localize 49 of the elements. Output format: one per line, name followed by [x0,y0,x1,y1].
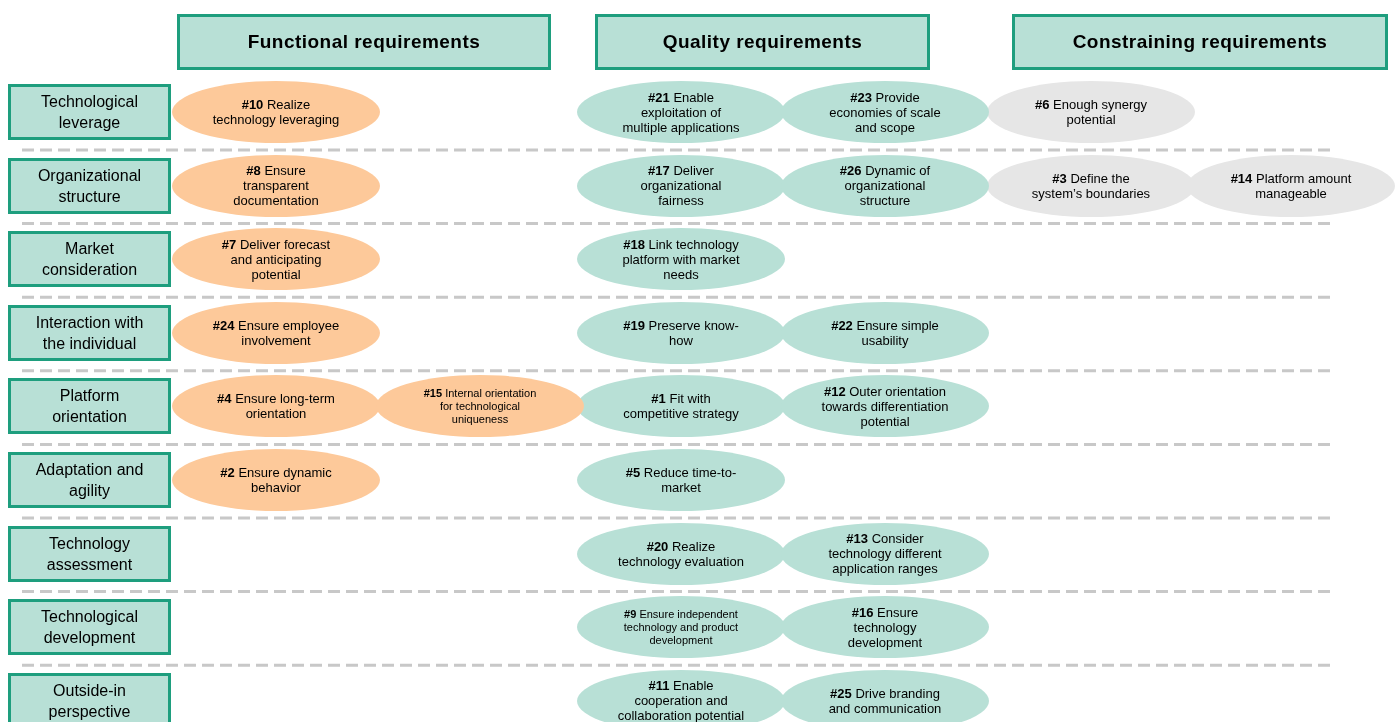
row-header [8,599,171,656]
row-title: Organizational structure [36,165,143,207]
row-title: Adaptation and agility [34,460,145,501]
row-title: Technological development [40,607,139,649]
requirement-text: #14 Platform amount manageable [1229,170,1353,201]
requirement-text: #23 Provide economies of scale and scope [828,89,942,135]
requirement-text: #3 Define the system’s boundaries [1030,170,1152,201]
requirement-text: #26 Dynamic of organizational structure [838,163,932,209]
row-title: Outside-in perspective [47,680,132,722]
row-title: Interaction with the individual [34,312,145,354]
requirement-text: #1 Fit with competitive strategy [622,391,740,422]
requirement-text: #5 Reduce time-to-market [624,465,738,495]
row-header [8,157,171,214]
row-header [8,452,171,508]
requirement-text: #21 Enable exploitation of multiple applications [621,89,741,135]
requirement-text: #19 Preserve know-how [622,317,740,348]
requirement-text: #4 Ensure long-term orientation [216,391,336,422]
requirement-text: #25 Drive branding and communication [827,685,943,716]
requirement-text: #17 Deliver organizational fairness [639,163,723,209]
column-header [595,14,930,70]
requirement-text: #6 Enough synergy potential [1033,97,1148,127]
row-header [8,672,171,722]
requirement-text: #9 Ensure independent technology and product development [622,607,740,647]
row-header [8,231,171,288]
row-header [8,304,171,361]
requirement-text: #22 Ensure simple usability [830,317,940,348]
row-header [8,378,171,435]
requirement-text: #20 Realize technology evaluation [617,538,745,569]
requirement-text: #15 Internal orientation for technological uniqueness [422,386,538,426]
row-title: Market consideration [40,239,139,281]
column-header [1012,14,1388,70]
requirement-text: #10 Realize technology leveraging [212,97,340,127]
requirement-text: #12 Outer orientation towards differentiation potential [821,383,949,429]
row-header [8,525,171,582]
requirement-text: #18 Link technology platform with market needs [621,236,741,282]
requirement-text: #24 Ensure employee involvement [212,317,340,348]
requirement-text: #16 Ensure technology development [846,604,924,650]
column-title: Functional requirements [247,29,481,54]
row-header [8,84,171,140]
row-title: Platform orientation [51,386,128,428]
requirement-text: #8 Ensure transparent documentation [232,163,320,209]
row-title: Technological leverage [40,92,139,133]
requirement-text: #7 Deliver forecast and anticipating potential [220,236,332,282]
column-header [177,14,551,70]
column-title: Constraining requirements [1072,29,1328,54]
requirement-text: #13 Consider technology different application ranges [827,531,943,577]
column-title: Quality requirements [662,29,863,54]
row-title: Technology assessment [45,533,134,575]
requirement-text: #2 Ensure dynamic behavior [219,465,333,495]
